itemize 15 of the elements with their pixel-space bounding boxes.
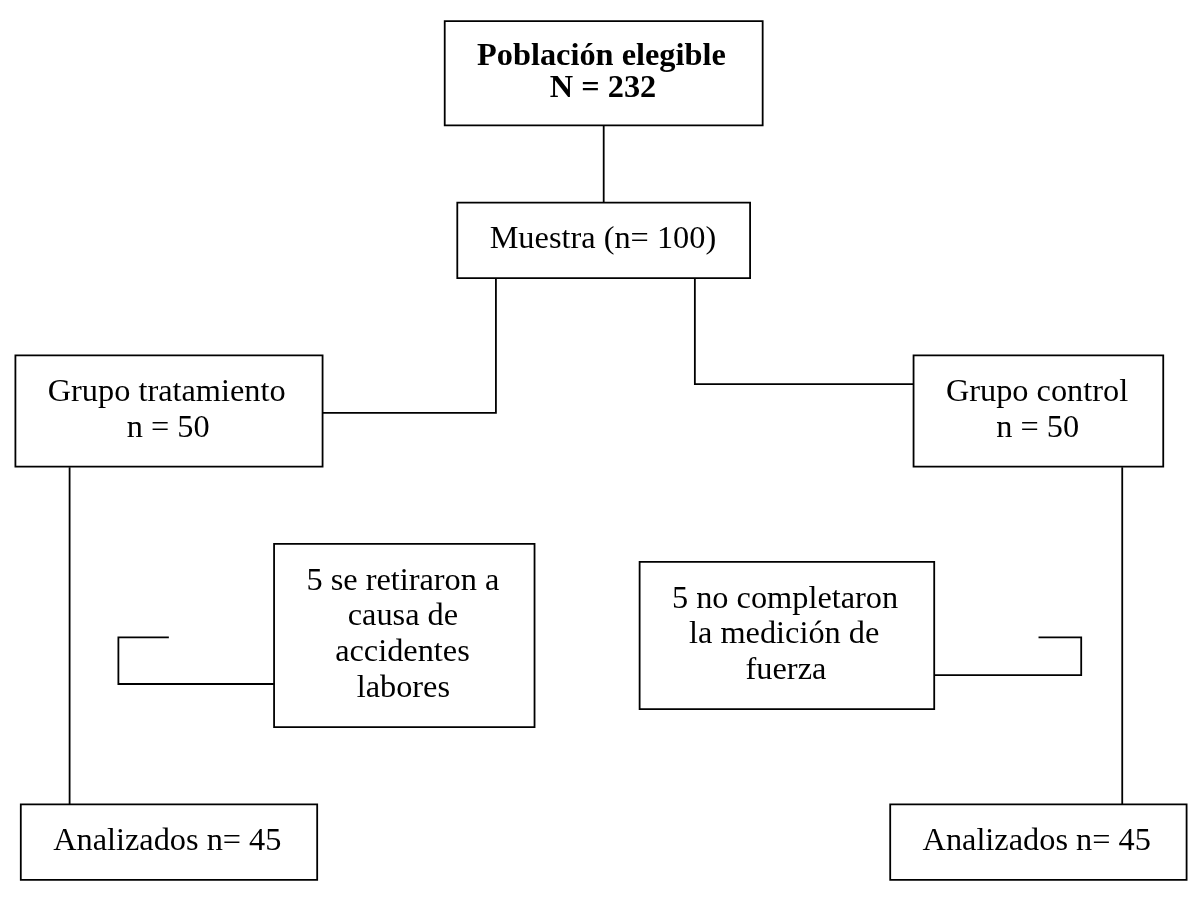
connector <box>117 635 275 685</box>
node-box: Muestra (n= 100) <box>456 201 751 279</box>
connector <box>602 124 605 203</box>
node-box: Analizados n= 45 <box>19 802 319 881</box>
connector <box>693 276 915 385</box>
connector <box>68 465 71 805</box>
node-box: Grupo control n = 50 <box>912 353 1165 468</box>
node-box: Grupo tratamiento n = 50 <box>14 353 324 468</box>
connector <box>934 635 1083 676</box>
node-box: Analizados n= 45 <box>889 802 1188 881</box>
connector <box>322 277 497 414</box>
connector <box>1121 465 1124 805</box>
node-box: 5 no completaron la medición de fuerza <box>638 560 936 710</box>
node-box: Población elegible N = 232 <box>443 19 764 126</box>
node-box: 5 se retiraron a causa de accidentes labores <box>273 542 536 728</box>
